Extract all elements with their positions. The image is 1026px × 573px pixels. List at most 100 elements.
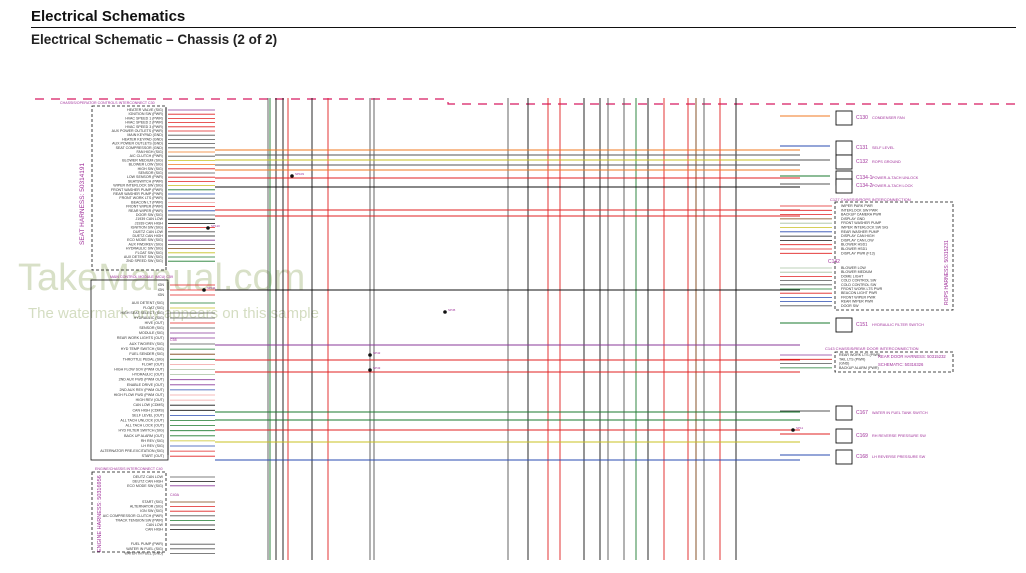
- pin-label: DOOR SW (SIG): [136, 213, 163, 217]
- pin-label: CAN LOW (CDMS): [133, 403, 164, 407]
- pin-label: HIGH SEAT SELECT (SIG): [120, 311, 164, 315]
- pin-label: CAN LOW: [146, 523, 163, 527]
- splice-point: [443, 310, 447, 314]
- pin-label: BACKUP CAMERA PWR: [841, 213, 882, 217]
- splice-label: SP11: [796, 426, 803, 430]
- pin-label: COLD CONTROL SW: [841, 283, 877, 287]
- pin-label: LH REV (SIG): [141, 444, 164, 448]
- pin-label: HVAC SPEED 2 (PWR): [125, 121, 163, 125]
- component-name: CONDENSER FAN: [872, 116, 905, 120]
- pin-label: FUEL SENDER (SIG): [129, 352, 164, 356]
- pin-label: 2ND AUX FWD (PWM OUT): [119, 378, 164, 382]
- connector-c142-label: C142: [828, 259, 840, 265]
- pin-label: DISPLAY CAN HIGH: [841, 234, 875, 238]
- pin-label: DUETZ CAN HIGH: [132, 234, 163, 238]
- pin-label: REAR WORK LIGHTS (OUT): [117, 336, 164, 340]
- pin-label: DISPLAY GND: [841, 217, 865, 221]
- component-id: C168: [856, 454, 868, 460]
- pin-label: ALL TACH LOCK (OUT): [126, 424, 164, 428]
- component-name: SELF LEVEL: [872, 146, 894, 150]
- component-name: POWER-A-TACH UNLOCK: [872, 176, 919, 180]
- labels: CHASSIS/OPERATOR CONTROLS INTERCONNECT C…: [60, 101, 950, 555]
- pin-label: BACK UP ALARM (OUT): [124, 434, 164, 438]
- pin-label: AUX DETENT (SIG): [132, 301, 164, 305]
- pin-label: SELF LEVEL (OUT): [132, 413, 164, 417]
- pin-label: DOOR SW: [841, 304, 859, 308]
- pin-label: A/C CLUTCH (PWR): [130, 154, 163, 158]
- engine-harness-box: [91, 471, 167, 553]
- pin-label: HIGH REV (OUT): [136, 398, 164, 402]
- component-id: C131: [856, 145, 868, 151]
- pin-label: BACKUP ALARM (PWR): [839, 366, 879, 370]
- connector-c40a-label: C40A: [170, 493, 180, 497]
- pin-label: WIPER INTERLOCK SW SIG: [841, 226, 889, 230]
- pin-label: CAN HIGH (CDMS): [132, 408, 164, 412]
- watermark: TakeManual.com The watermark only appear…: [18, 257, 319, 322]
- component-c168-icon: [835, 449, 853, 465]
- pin-label: BEACON LIGHT PWR: [841, 291, 877, 295]
- main-module-label: MAIN CONTROL MODULE (MCU) C59: [110, 275, 173, 279]
- pin-label: REAR WORK LTS (PWR): [839, 353, 880, 357]
- splice-label: SP110: [211, 224, 220, 228]
- pin-label: COLD CONTROL SW: [841, 279, 877, 283]
- pin-label: FRONT WORK LTS (PWR): [119, 196, 163, 200]
- pin-label: REAR WASHER PUMP: [841, 230, 880, 234]
- seat-interconnect-label: CHASSIS/OPERATOR CONTROLS INTERCONNECT C…: [60, 101, 155, 105]
- rops-harness-label: ROPS HARNESS: 50315231: [944, 240, 950, 305]
- splice-label: SP111: [207, 286, 216, 290]
- pin-label: FLOAT SW (SIG): [135, 251, 163, 255]
- pin-label: AUX FWD/REV (SIG): [128, 242, 163, 246]
- pin-label: ALTERNATOR (SIG): [130, 505, 163, 509]
- pin-label: HYD FILTER SWITCH (SIG): [119, 429, 164, 433]
- connector-c58-label: C58: [170, 338, 177, 342]
- component-id: C130: [856, 115, 868, 121]
- component-id: C134-2: [856, 183, 873, 189]
- pin-label: IGN: [158, 288, 165, 292]
- page-title: Electrical Schematics: [31, 8, 186, 25]
- rear-door-box: [834, 351, 954, 373]
- pin-label: ALTERNATOR PRE-EXCITATION (SIG): [100, 449, 164, 453]
- pin-label: BLOWER LOW: [841, 266, 866, 270]
- watermark-line2: The watermark only appears on this sampl…: [28, 305, 319, 322]
- pin-label: BLOWER HSD1: [841, 247, 867, 251]
- pin-label: IGN: [158, 283, 165, 287]
- pin-label: ECO MODE SW (SIG): [127, 484, 163, 488]
- pin-label: RH REV (SIG): [141, 439, 164, 443]
- component-c132-icon: [835, 154, 853, 170]
- pin-label: INTERLOCK SW PWR: [841, 208, 878, 212]
- pin-label: SENSOR (SIG): [138, 171, 163, 175]
- pin-label: WATER IN FUEL (SIG): [126, 547, 163, 551]
- component-name: LH REVERSE PRESSURE SW: [872, 455, 926, 459]
- pin-label: START (SIG): [142, 500, 163, 504]
- pin-label: HEATER KEYPAD (GND): [122, 137, 163, 141]
- pin-label: HVAC SPEED 1 (PWR): [125, 116, 163, 120]
- pin-label: ENABLE DRIVE (OUT): [127, 383, 164, 387]
- pin-label: DEUTZ CAN LOW: [133, 475, 163, 479]
- splice-point: [368, 353, 372, 357]
- harness-boxes: [90, 105, 954, 553]
- splice-point: [206, 226, 210, 230]
- pin-label: DISPLAY PWR (F13): [841, 251, 875, 255]
- pin-label: AUX POWER OUTLETS (PWR): [112, 129, 163, 133]
- pin-label: HVAC SPEED 3 (PWR): [125, 125, 163, 129]
- pin-label: BEACON LT (PWR): [131, 200, 163, 204]
- component-c167-icon: [835, 405, 853, 421]
- rops-interconnect-label: C127 CHASSIS/ROPS INTERCONNECTION: [830, 197, 911, 202]
- pin-label: IGNITION SW (PWR): [128, 112, 163, 116]
- pin-label: FLOAT (SIG): [143, 306, 164, 310]
- pin-label: BLOWER MEDIUM (SIG): [122, 158, 163, 162]
- engine-harness-label: ENGINE HARNESS: 50316956: [97, 475, 103, 552]
- seat-harness-label: SEAT HARNESS: 50314191: [79, 162, 86, 245]
- splice-point: [368, 368, 372, 372]
- pin-label: FLOAT (OUT): [142, 362, 164, 366]
- component-c134-2-icon: [835, 178, 853, 194]
- pin-label: J1939 CAN LOW: [135, 217, 163, 221]
- splice-label: SP42: [373, 351, 381, 355]
- pin-label: (GND): [839, 362, 849, 366]
- pin-label: START (OUT): [142, 454, 164, 458]
- pin-label: HYDRAULIC SW (SIG): [126, 247, 163, 251]
- pin-label: TRACK TENSION SW (PWR): [115, 518, 163, 522]
- pin-label: BLOWER LOW (SIG): [129, 163, 163, 167]
- engine-interconnect-label: ENGINE/CHASSIS INTERCONNECT C40: [95, 467, 163, 471]
